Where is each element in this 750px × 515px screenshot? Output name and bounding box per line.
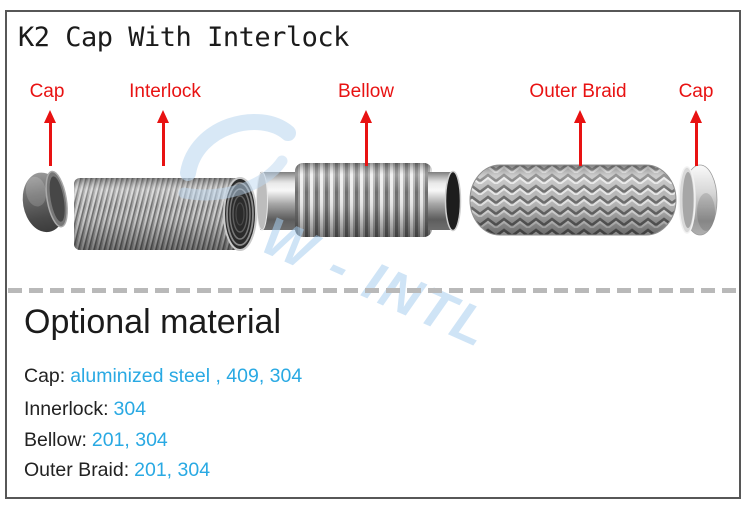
material-value: 201, 304 bbox=[91, 429, 168, 451]
arrow-head bbox=[44, 110, 56, 123]
part-cap-left bbox=[22, 170, 68, 233]
part-label-cap-right: Cap bbox=[678, 81, 714, 102]
part-cap-right bbox=[678, 164, 718, 236]
material-label: Innerlock: bbox=[24, 398, 109, 420]
part-label-interlock: Interlock bbox=[129, 81, 201, 102]
material-row-outer-braid: Outer Braid:201, 304 bbox=[24, 459, 210, 482]
part-outer-braid bbox=[469, 164, 677, 236]
material-value: aluminized steel , 409, 304 bbox=[70, 365, 303, 387]
part-label-outer-braid: Outer Braid bbox=[529, 81, 627, 102]
arrow-up-icon bbox=[157, 110, 169, 166]
material-row-bellow: Bellow:201, 304 bbox=[24, 429, 168, 452]
material-value: 201, 304 bbox=[134, 459, 211, 481]
dashed-divider bbox=[8, 288, 742, 293]
material-row-cap: Cap:aluminized steel , 409, 304 bbox=[24, 365, 302, 388]
part-interlock-tube bbox=[74, 177, 257, 251]
arrow-head bbox=[574, 110, 586, 123]
arrow-up-icon bbox=[690, 110, 702, 166]
arrow-head bbox=[360, 110, 372, 123]
material-label: Bellow: bbox=[24, 429, 87, 451]
arrow-stem bbox=[161, 123, 165, 166]
image-border-frame bbox=[5, 10, 741, 499]
part-bellow bbox=[256, 163, 462, 237]
page-title: K2 Cap With Interlock bbox=[18, 22, 349, 53]
arrow-up-icon bbox=[44, 110, 56, 166]
material-label: Cap: bbox=[24, 365, 66, 387]
arrow-head bbox=[690, 110, 702, 123]
part-label-cap-left: Cap bbox=[29, 81, 65, 102]
arrow-head bbox=[157, 110, 169, 123]
arrow-stem bbox=[48, 123, 52, 166]
arrow-up-icon bbox=[574, 110, 586, 166]
materials-heading: Optional material bbox=[24, 303, 282, 341]
part-label-bellow: Bellow bbox=[338, 81, 394, 102]
arrow-stem bbox=[364, 123, 368, 166]
product-photo-parts bbox=[22, 163, 718, 251]
arrow-up-icon bbox=[360, 110, 372, 166]
arrow-stem bbox=[694, 123, 698, 166]
arrow-stem bbox=[578, 123, 582, 166]
material-row-innerlock: Innerlock:304 bbox=[24, 398, 146, 421]
material-label: Outer Braid: bbox=[24, 459, 130, 481]
material-value: 304 bbox=[113, 398, 147, 420]
